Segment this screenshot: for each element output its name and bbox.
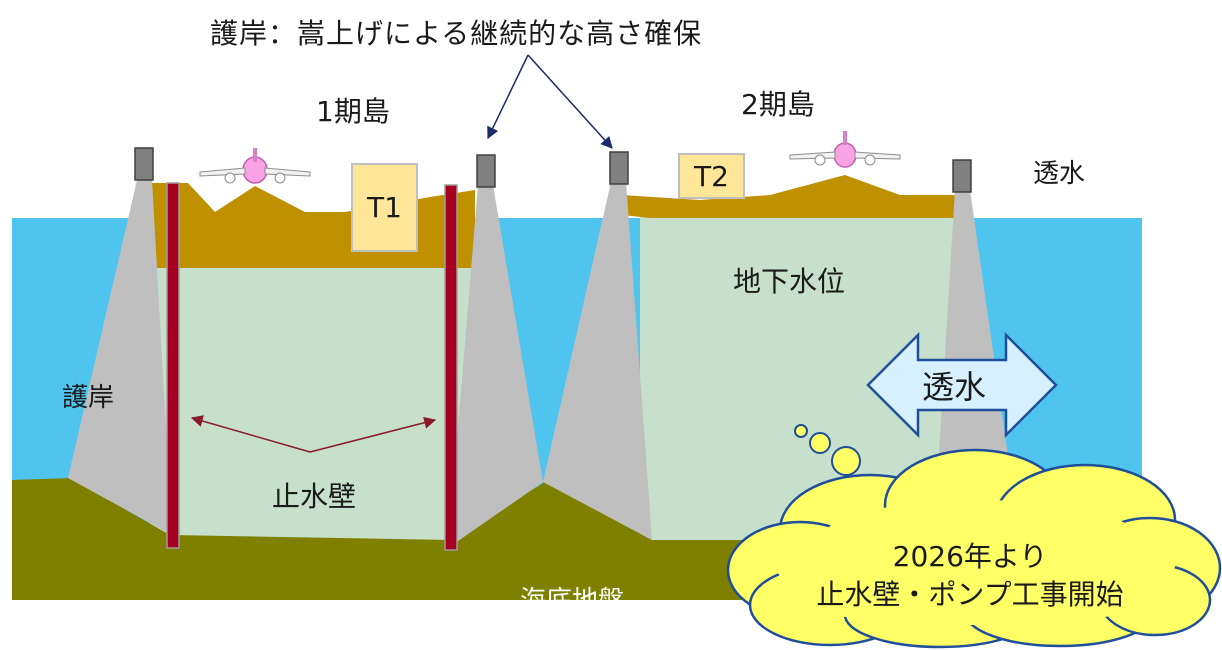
pointer-arrow-right bbox=[527, 54, 613, 149]
terminal-1-box: T1 bbox=[351, 163, 418, 252]
landfill-island-2 bbox=[622, 175, 955, 218]
permeation-arrow-label: 透水 bbox=[922, 368, 987, 406]
seabed-label: 海底地盤 bbox=[520, 586, 625, 616]
landfill-island-1 bbox=[150, 183, 475, 268]
callout-bubble-small bbox=[794, 424, 808, 438]
permeation-double-arrow bbox=[866, 331, 1058, 439]
callout-cloud-fill bbox=[775, 500, 1175, 625]
cutoff-wall-left bbox=[166, 182, 180, 549]
seawall-cap-middle-left bbox=[476, 154, 496, 188]
pointer-arrow-left bbox=[487, 54, 529, 140]
callout-bubble-large bbox=[831, 446, 861, 476]
island-1-label: 1期島 bbox=[316, 95, 390, 128]
cutoff-arrow-right bbox=[309, 416, 437, 453]
callout-text: 2026年より 止水壁・ポンプ工事開始 bbox=[800, 538, 1140, 614]
cutoff-arrow-left bbox=[190, 415, 311, 453]
permeable-label: 透水 bbox=[1033, 159, 1086, 189]
cutoff-wall-right bbox=[444, 184, 458, 551]
cutoff-wall-label: 止水壁 bbox=[272, 480, 357, 513]
seawall-cap-middle-right bbox=[609, 151, 629, 185]
seawall-left bbox=[68, 180, 172, 535]
seawall-cap-right bbox=[952, 159, 972, 193]
airplane-icon bbox=[789, 131, 901, 168]
seawall-middle-right bbox=[543, 182, 652, 540]
terminal-2-box: T2 bbox=[678, 153, 745, 199]
seawall-cap-left bbox=[134, 147, 154, 181]
diagram-title: 護岸：嵩上げによる継続的な高さ確保 bbox=[210, 17, 703, 50]
seawall-label: 護岸 bbox=[62, 383, 115, 413]
seawall-middle-left bbox=[448, 185, 543, 548]
callout-bubble-medium bbox=[809, 432, 831, 454]
callout-line-1: 2026年より bbox=[892, 540, 1048, 573]
island-2-label: 2期島 bbox=[741, 88, 815, 121]
callout-line-2: 止水壁・ポンプ工事開始 bbox=[816, 578, 1124, 611]
groundwater-label: 地下水位 bbox=[733, 265, 846, 298]
airplane-icon bbox=[199, 148, 311, 184]
groundwater-island-1 bbox=[150, 250, 475, 550]
